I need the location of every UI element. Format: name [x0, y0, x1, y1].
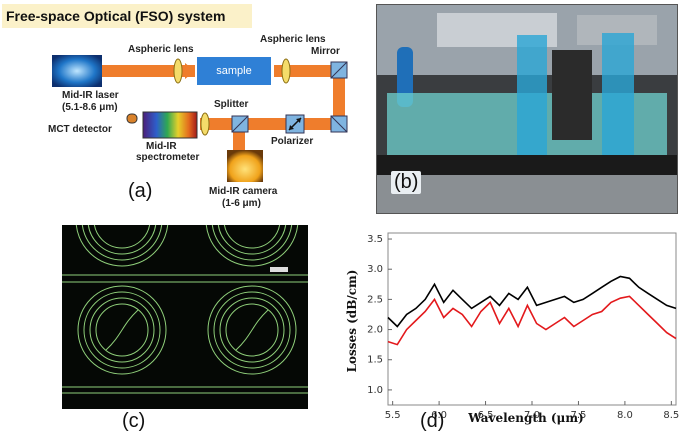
- panel-letter-d: (d): [420, 410, 445, 432]
- camera-label-line2: (1-6 μm): [222, 198, 261, 209]
- panel-letter-c: (c): [122, 410, 146, 432]
- laser-label-line1: Mid-IR laser: [62, 90, 119, 101]
- beam-laser-to-sample: [100, 65, 195, 77]
- aspheric-lens-2: [281, 58, 291, 84]
- y-axis-label: Losses (dB/cm): [345, 270, 359, 373]
- losses-chart: 1.0 1.5 2.0 2.5 3.0 3.5 5.5 6.0 6.5 7.0 7.5 8.0 8.5…: [345, 232, 679, 425]
- beam-to-camera: [233, 126, 245, 156]
- aspheric-lens-label-1: Aspheric lens: [128, 44, 194, 55]
- fso-schematic: [52, 55, 348, 182]
- aspheric-lens-label-2: Aspheric lens: [260, 34, 326, 45]
- mct-detector-shape: [126, 113, 138, 124]
- lab-setup-illustration: [377, 5, 677, 213]
- fso-title: Free-space Optical (FSO) system: [2, 4, 252, 28]
- sample-box: sample: [197, 57, 271, 85]
- mct-detector-label: MCT detector: [48, 124, 112, 135]
- series-line-1: [387, 275, 677, 328]
- mirror-label: Mirror: [311, 46, 340, 57]
- microscope-image: [62, 225, 308, 409]
- laser-label-line2: (5.1-8.6 μm): [62, 102, 118, 113]
- x-tick-label: 8.5: [663, 410, 679, 421]
- x-tick-label: 6.0: [431, 410, 447, 421]
- plot-area: [387, 232, 677, 406]
- polarizer-label: Polarizer: [271, 136, 314, 147]
- lab-setup-photo: (b): [376, 4, 678, 214]
- spectrometer-label-line2: spectrometer: [136, 152, 200, 163]
- x-tick-label: 6.5: [478, 410, 494, 421]
- spectrometer-block: [142, 111, 198, 139]
- x-tick-label: 8.0: [617, 410, 633, 421]
- beam-splitter-left: [200, 118, 240, 130]
- y-tick-label: 1.5: [367, 355, 383, 366]
- x-tick-label: 7.0: [524, 410, 540, 421]
- y-tick-label: 2.0: [367, 325, 383, 336]
- splitter-label: Splitter: [214, 99, 249, 110]
- y-tick-label: 3.5: [367, 234, 383, 245]
- laser-block: [52, 55, 102, 87]
- panel-letter-b: (b): [391, 171, 422, 194]
- panel-letter-a: (a): [128, 180, 153, 202]
- aspheric-lens-1: [173, 58, 183, 84]
- camera-label-line1: Mid-IR camera: [209, 186, 278, 197]
- y-tick-label: 3.0: [367, 264, 383, 275]
- x-tick-label: 5.5: [385, 410, 401, 421]
- beam-mirror-down: [333, 72, 345, 128]
- x-axis-label: Wavelength (μm): [467, 411, 583, 425]
- spectrometer-label-line1: Mid-IR: [146, 141, 177, 152]
- lens-3: [200, 112, 210, 136]
- y-tick-label: 2.5: [367, 294, 383, 305]
- series-line-2: [387, 295, 677, 346]
- x-tick-label: 7.5: [570, 410, 586, 421]
- y-tick-label: 1.0: [367, 385, 383, 396]
- camera-block: [227, 150, 263, 182]
- beam-sample-to-mirror: [274, 65, 340, 77]
- spiral-waveguides-illustration: [62, 225, 308, 409]
